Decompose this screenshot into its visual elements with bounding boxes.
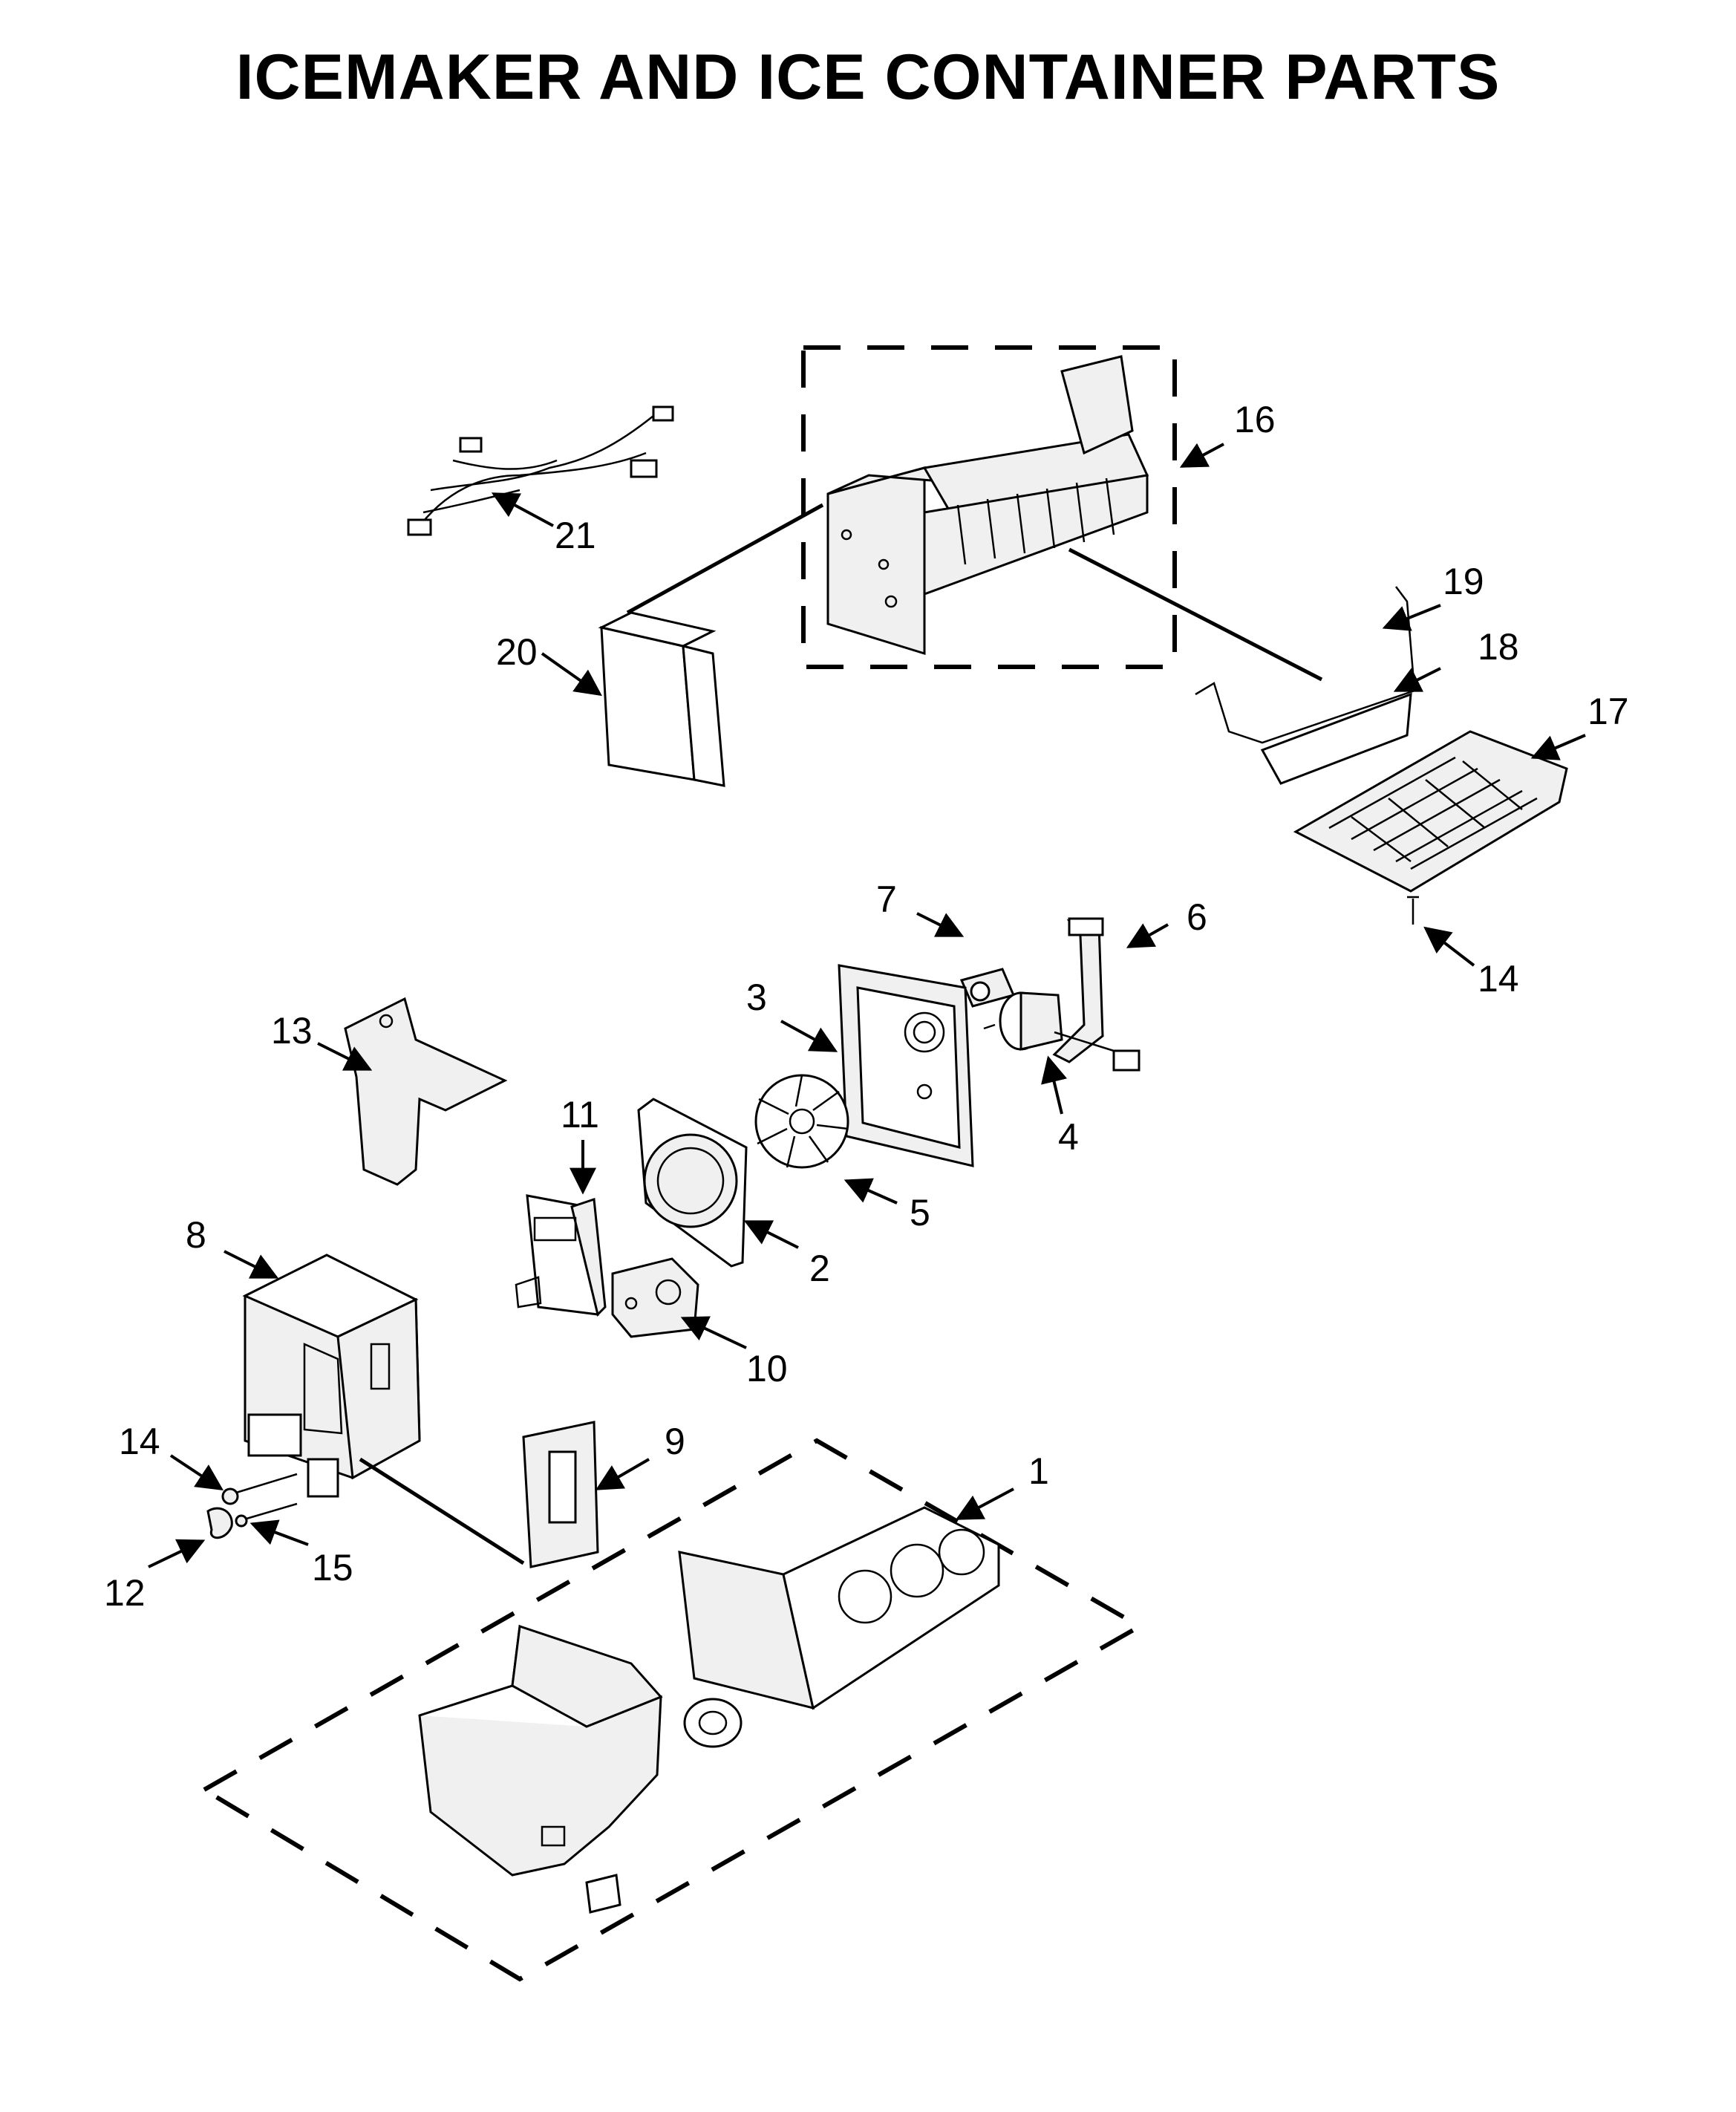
callout-14-lower: 14 bbox=[119, 1421, 160, 1462]
icemaker-control-housing bbox=[826, 466, 926, 656]
icemaker-fill-cup bbox=[1060, 355, 1134, 455]
callout-12: 12 bbox=[104, 1572, 146, 1614]
leader-arrows bbox=[148, 443, 1586, 1568]
part-15-spring bbox=[235, 1502, 298, 1528]
callout-numbers: 16 21 20 19 18 17 14 7 6 3 4 5 2 11 10 1… bbox=[104, 399, 1629, 1614]
part-16-icemaker-assembly bbox=[801, 345, 1177, 669]
part-1-ice-container bbox=[418, 1506, 1000, 1914]
page-title: ICEMAKER AND ICE CONTAINER PARTS bbox=[235, 42, 1501, 113]
callout-20: 20 bbox=[496, 631, 538, 673]
part-19-rod bbox=[1195, 586, 1416, 744]
link-line-8-to-9 bbox=[359, 1457, 525, 1565]
callout-15: 15 bbox=[312, 1547, 353, 1588]
callout-14-upper: 14 bbox=[1478, 958, 1519, 1000]
callout-5: 5 bbox=[910, 1192, 930, 1233]
callout-4: 4 bbox=[1058, 1116, 1079, 1158]
part-11-switch bbox=[515, 1194, 607, 1317]
callout-19: 19 bbox=[1443, 561, 1484, 602]
part-2-fan-shroud bbox=[637, 1098, 748, 1268]
callout-21: 21 bbox=[555, 515, 596, 556]
auger-motor bbox=[683, 1698, 743, 1748]
part-4-motor bbox=[983, 991, 1141, 1072]
ice-container-dashed-box bbox=[200, 1438, 1145, 1982]
part-5-fan-blade bbox=[754, 1074, 849, 1169]
icemaker-dashed-box bbox=[801, 345, 1177, 669]
part-12-clip bbox=[206, 1507, 233, 1539]
link-line-16-to-18 bbox=[1068, 547, 1323, 682]
callout-3: 3 bbox=[746, 977, 767, 1018]
callout-18: 18 bbox=[1478, 626, 1519, 668]
part-17-ice-tray bbox=[1293, 730, 1568, 893]
part-10-solenoid bbox=[611, 1257, 699, 1338]
part-20-cover bbox=[598, 611, 725, 787]
part-9-bezel bbox=[522, 1421, 599, 1568]
callout-16: 16 bbox=[1234, 399, 1276, 440]
callout-17: 17 bbox=[1587, 691, 1629, 732]
part-21-wire-harness bbox=[407, 405, 674, 536]
part-8-dispenser-housing bbox=[242, 1254, 421, 1498]
part-14-screw-lower bbox=[221, 1473, 298, 1505]
callout-11: 11 bbox=[561, 1094, 599, 1135]
callout-13: 13 bbox=[271, 1010, 313, 1052]
link-line-20-to-16 bbox=[626, 503, 824, 615]
callout-10: 10 bbox=[746, 1348, 788, 1389]
part-18-flap bbox=[1260, 692, 1412, 785]
callout-7: 7 bbox=[876, 879, 897, 920]
part-3-housing bbox=[838, 964, 974, 1167]
callout-6: 6 bbox=[1187, 896, 1207, 938]
part-14-screw-upper bbox=[1407, 896, 1419, 925]
part-13-chute bbox=[344, 997, 508, 1186]
callout-8: 8 bbox=[186, 1214, 206, 1256]
callout-9: 9 bbox=[665, 1421, 685, 1462]
callout-1: 1 bbox=[1028, 1450, 1049, 1492]
callout-2: 2 bbox=[809, 1248, 830, 1289]
